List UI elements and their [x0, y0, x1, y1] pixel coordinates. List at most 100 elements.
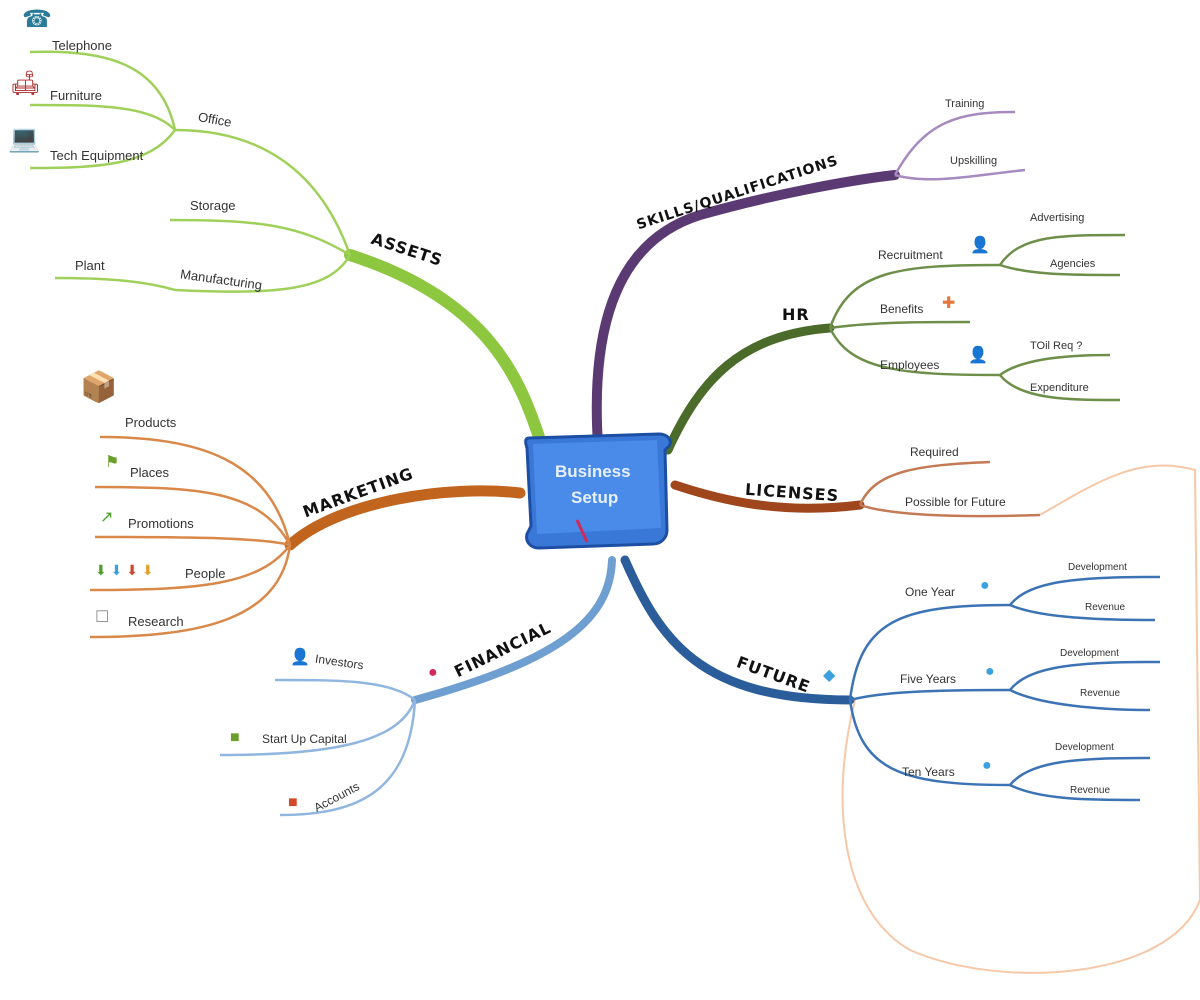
node-required[interactable]: Required	[910, 445, 959, 459]
future-one-year-connector	[848, 603, 1011, 701]
ten-years-development-connector	[1009, 756, 1151, 786]
node-recruitment[interactable]: Recruitment	[878, 248, 943, 262]
hr-main-connector	[663, 323, 835, 455]
financial-piggy-icon: ●	[428, 664, 438, 681]
node-ten-years-revenue[interactable]: Revenue	[1070, 785, 1111, 796]
node-one-year-development[interactable]: Development	[1068, 562, 1127, 573]
hr-recruitment-connector	[828, 263, 1001, 329]
skills-main-connector	[591, 170, 900, 450]
node-training[interactable]: Training	[945, 98, 985, 110]
office-furniture-connector	[29, 103, 176, 131]
assets-main-connector	[344, 249, 546, 446]
node-research[interactable]: Research	[128, 614, 184, 629]
five-years-revenue-connector	[1009, 688, 1151, 712]
node-ten-years-development[interactable]: Development	[1055, 742, 1114, 753]
hr-benefits-connector	[829, 320, 971, 330]
node-tech-equipment[interactable]: Tech Equipment	[50, 148, 144, 163]
node-benefits[interactable]: Benefits	[880, 302, 924, 316]
node-places[interactable]: Places	[130, 465, 170, 480]
accounts-icon: ■	[288, 794, 298, 811]
marketing-main-connector	[284, 485, 526, 551]
node-promotions[interactable]: Promotions	[128, 516, 194, 531]
node-toil[interactable]: TOil Req ?	[1030, 340, 1083, 352]
scroll-icon	[524, 432, 672, 550]
node-expenditure[interactable]: Expenditure	[1030, 382, 1089, 394]
office-telephone-connector	[29, 50, 177, 131]
node-possible-future[interactable]: Possible for Future	[905, 495, 1006, 509]
assets-storage-connector	[169, 218, 351, 257]
central-topic-line2: Setup	[571, 488, 619, 507]
marketing-research-connector	[89, 544, 292, 639]
diamond-icon: ◆	[823, 667, 836, 684]
one-year-development-connector	[1009, 575, 1161, 606]
licenses-main-connector	[670, 480, 865, 513]
one-year-revenue-connector	[1009, 603, 1156, 622]
node-five-years-revenue[interactable]: Revenue	[1080, 688, 1121, 699]
financial-investors-connector	[274, 678, 416, 701]
products-box-icon: 📦	[80, 371, 118, 404]
licenses-future-connector	[859, 503, 1041, 518]
five-years-development-connector	[1009, 660, 1161, 691]
node-employees[interactable]: Employees	[880, 358, 940, 372]
one-year-globe-icon: ●	[980, 577, 990, 594]
person-icon: 👤	[970, 237, 990, 254]
five-years-globe-icon: ●	[985, 663, 995, 680]
future-five-years-connector	[849, 688, 1011, 702]
assets-manufacturing-connector	[174, 254, 352, 293]
gift-icon: ✚	[942, 295, 956, 312]
telephone-icon: ☎	[22, 6, 52, 33]
skills-training-connector	[893, 110, 1016, 176]
branch-hr[interactable]: HR	[782, 305, 810, 324]
node-people[interactable]: People	[185, 566, 226, 581]
central-topic-line1: Business	[555, 462, 631, 481]
computer-icon: 💻	[8, 123, 41, 153]
manufacturing-plant-connector	[54, 276, 176, 292]
hr-employees-connector	[828, 327, 1001, 377]
marketing-promotions-connector	[94, 535, 291, 547]
node-storage[interactable]: Storage	[190, 198, 236, 213]
boundary-outline	[841, 464, 1200, 974]
furniture-icon: 🛋	[10, 70, 41, 97]
central-topic[interactable]: Business Setup	[517, 430, 677, 550]
financial-main-connector	[411, 556, 616, 704]
research-icon: ☐	[95, 609, 110, 626]
node-five-years-development[interactable]: Development	[1060, 648, 1119, 659]
assets-office-connector	[174, 128, 352, 256]
node-one-year[interactable]: One Year	[905, 585, 956, 599]
employees-toil-connector	[999, 353, 1111, 377]
skills-upskilling-connector	[894, 168, 1026, 181]
ten-years-globe-icon: ●	[982, 757, 992, 774]
marketing-people-connector	[89, 544, 291, 592]
people-icons: ⬇ ⬇ ⬇ ⬇	[95, 562, 154, 578]
node-furniture[interactable]: Furniture	[50, 88, 103, 103]
places-flag-icon: ⚑	[105, 454, 120, 471]
node-startup-capital[interactable]: Start Up Capital	[262, 732, 347, 746]
node-plant[interactable]: Plant	[75, 258, 105, 273]
node-agencies[interactable]: Agencies	[1050, 258, 1096, 270]
employees-expenditure-connector	[999, 374, 1121, 402]
capital-icon: ■	[230, 729, 240, 746]
node-advertising[interactable]: Advertising	[1030, 212, 1085, 224]
marketing-places-connector	[94, 485, 292, 546]
marketing-products-connector	[99, 435, 292, 546]
promotions-arrow-icon: ↗	[100, 509, 114, 526]
recruitment-advertising-connector	[998, 233, 1126, 266]
investors-icon: 👤	[290, 649, 310, 666]
recruitment-agencies-connector	[999, 263, 1121, 277]
financial-accounts-connector	[279, 699, 417, 817]
future-main-connector	[620, 555, 855, 705]
node-upskilling[interactable]: Upskilling	[950, 155, 998, 167]
node-ten-years[interactable]: Ten Years	[902, 765, 955, 779]
node-five-years[interactable]: Five Years	[900, 672, 957, 686]
node-telephone[interactable]: Telephone	[52, 38, 112, 53]
office-tech-connector	[29, 129, 177, 170]
node-products[interactable]: Products	[125, 415, 177, 430]
future-ten-years-connector	[848, 699, 1011, 787]
node-one-year-revenue[interactable]: Revenue	[1085, 602, 1126, 613]
financial-startup-connector	[219, 699, 417, 757]
ten-years-revenue-connector	[1009, 783, 1141, 802]
licenses-required-connector	[858, 460, 991, 506]
employee-icon: 👤	[968, 347, 988, 364]
